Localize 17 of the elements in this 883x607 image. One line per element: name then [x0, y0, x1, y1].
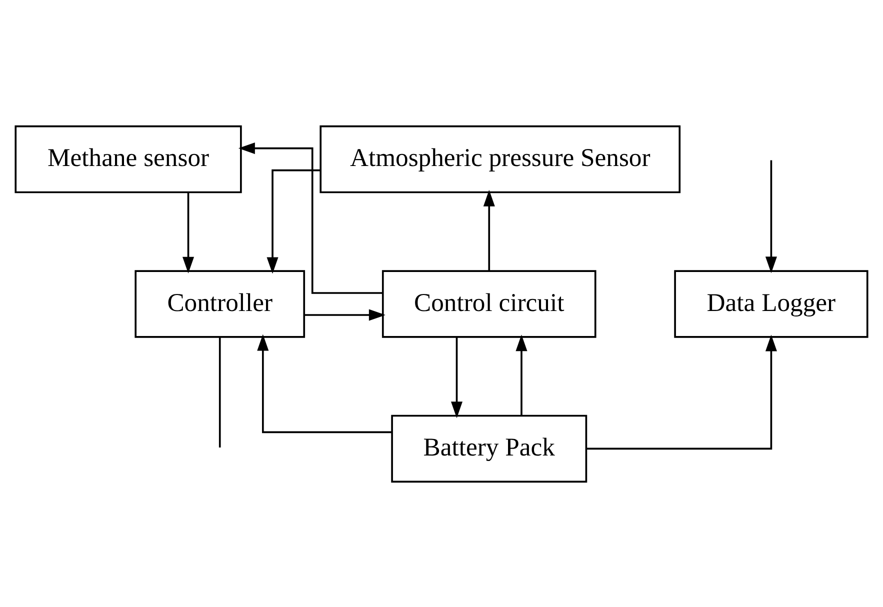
arrow [483, 189, 495, 270]
connector [218, 337, 221, 447]
arrow [587, 334, 777, 450]
arrow [257, 334, 392, 433]
node-box: Atmospheric pressure Sensor [320, 124, 681, 193]
node-box: Methane sensor [14, 124, 242, 193]
node-box: Battery Pack [391, 414, 588, 482]
arrow [304, 308, 386, 320]
arrow [266, 168, 320, 274]
arrow [238, 142, 383, 294]
arrow [516, 334, 528, 415]
node-box: Controller [134, 270, 306, 338]
node-box: Control circuit [382, 270, 596, 338]
arrow [182, 192, 194, 273]
arrow [450, 337, 463, 418]
arrow [765, 160, 777, 273]
node-box: Data Logger [674, 270, 868, 338]
